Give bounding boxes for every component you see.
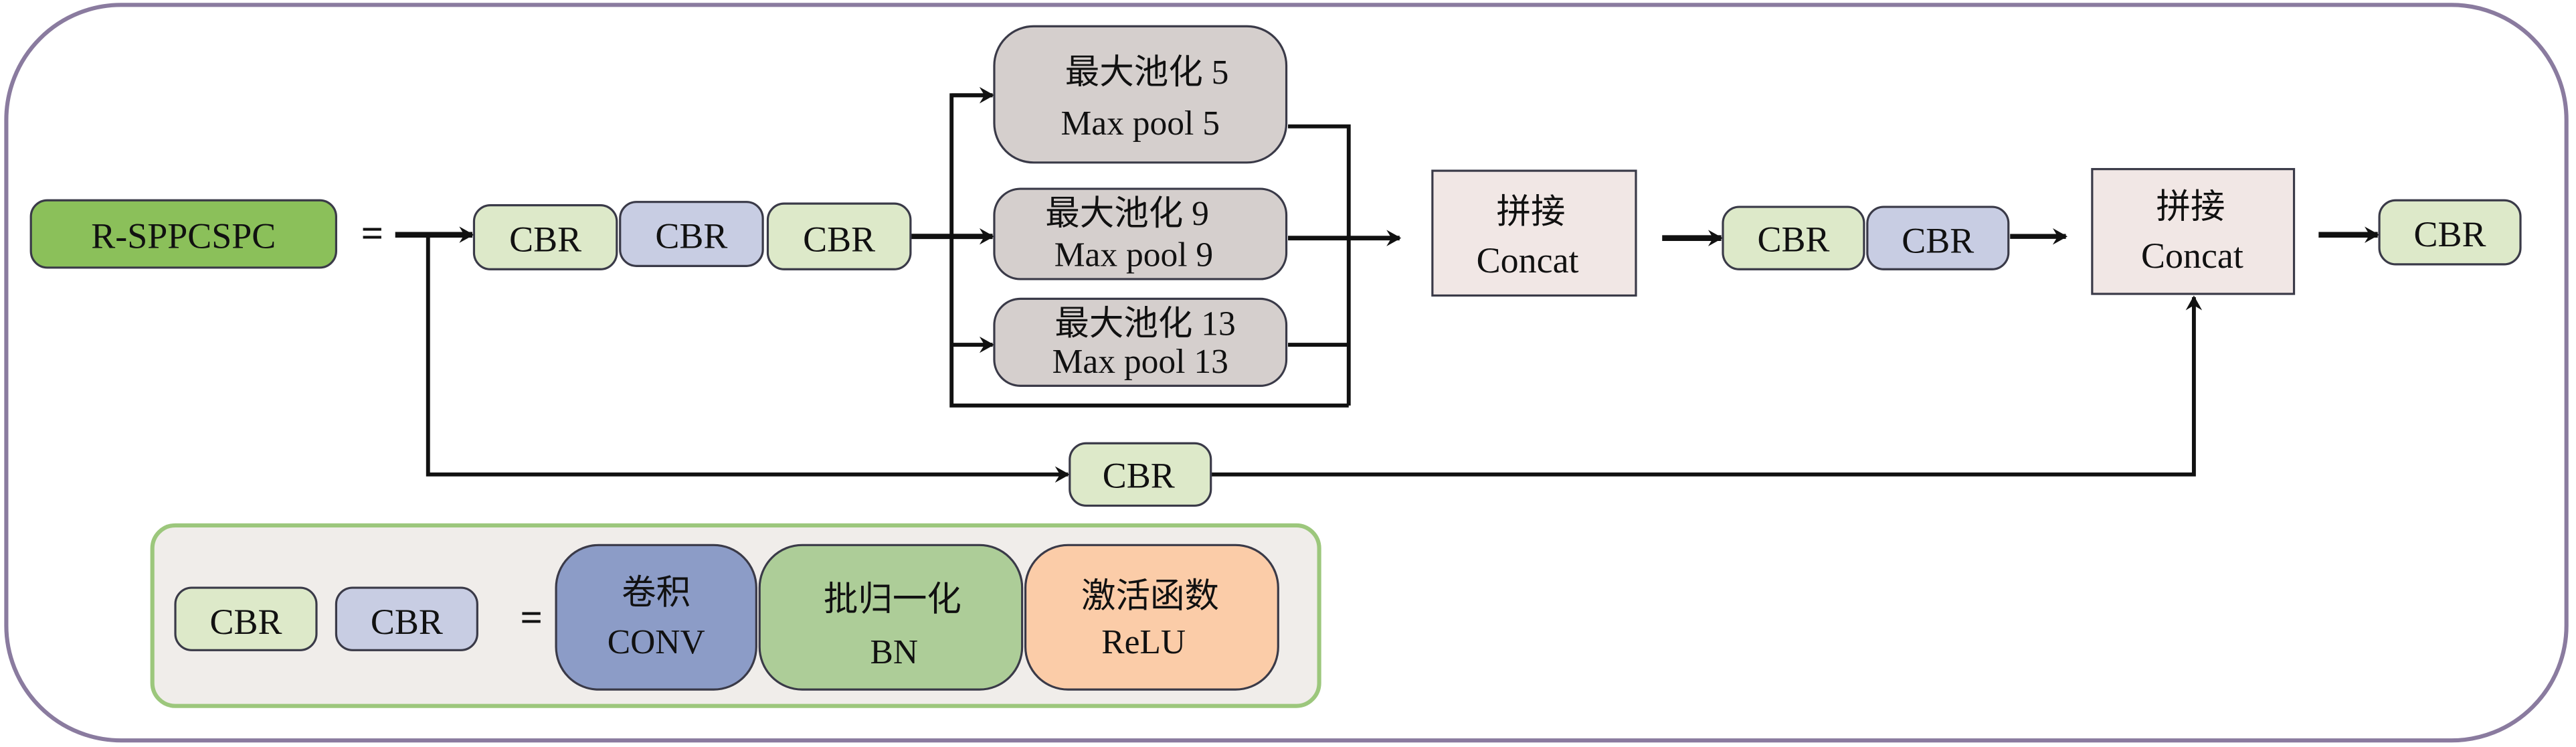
legend-equals: = bbox=[521, 596, 543, 639]
cbr-block: CBR bbox=[766, 202, 912, 270]
title-label: R-SPPCSPC bbox=[91, 216, 276, 256]
component-label-en: ReLU bbox=[1101, 623, 1186, 661]
connectors bbox=[395, 86, 2380, 483]
component-label-en: CONV bbox=[608, 623, 705, 661]
concat-block-1: 拼接 Concat bbox=[1431, 169, 1637, 297]
cbr-label: CBR bbox=[509, 219, 581, 259]
legend-relu: 激活函数 ReLU bbox=[1024, 544, 1279, 691]
max-pool-13: 最大池化 13 Max pool 13 bbox=[993, 297, 1288, 387]
legend-bn: 批归一化 BN bbox=[758, 544, 1024, 691]
component-label-zh: 激活函数 bbox=[1081, 578, 1219, 616]
pool-label-en: Max pool 9 bbox=[1054, 236, 1213, 274]
cbr-label: CBR bbox=[2414, 214, 2486, 254]
output-cbr-block: CBR bbox=[2378, 199, 2522, 266]
cbr-block: CBR bbox=[1866, 205, 2010, 270]
shortcut-line bbox=[426, 234, 1070, 483]
legend-conv: 卷积 CONV bbox=[555, 544, 757, 691]
shortcut-cbr-block: CBR bbox=[1069, 442, 1212, 507]
max-pool-5: 最大池化 5 Max pool 5 bbox=[993, 25, 1288, 164]
pool-label-zh: 最大池化 13 bbox=[1054, 305, 1235, 343]
legend-cbr-blue: CBR bbox=[335, 586, 478, 651]
legend-cbr-green: CBR bbox=[174, 586, 318, 651]
cbr-label: CBR bbox=[1757, 219, 1829, 259]
pool-label-zh: 最大池化 5 bbox=[1065, 54, 1229, 92]
concat-label-zh: 拼接 bbox=[2156, 188, 2225, 226]
cbr-block: CBR bbox=[472, 203, 618, 270]
pool5-out bbox=[1288, 124, 1351, 406]
concat-label-en: Concat bbox=[1477, 240, 1579, 280]
concat-label-en: Concat bbox=[2141, 236, 2243, 276]
cbr-block: CBR bbox=[1722, 205, 1865, 270]
cbr-block: CBR bbox=[619, 201, 764, 267]
component-label-zh: 卷积 bbox=[622, 574, 691, 612]
equals-sign: = bbox=[361, 212, 384, 255]
concat-block-2: 拼接 Concat bbox=[2091, 168, 2296, 295]
shortcut-to-concat2 bbox=[1210, 295, 2203, 477]
title-block: R-SPPCSPC bbox=[29, 199, 338, 269]
concat-label-zh: 拼接 bbox=[1496, 193, 1565, 232]
component-label-zh: 批归一化 bbox=[824, 580, 961, 618]
component-label-en: BN bbox=[870, 633, 919, 671]
cbr-label: CBR bbox=[655, 216, 727, 256]
cbr-label: CBR bbox=[210, 602, 282, 642]
pool-label-en: Max pool 13 bbox=[1052, 343, 1228, 381]
cbr-label: CBR bbox=[803, 219, 875, 259]
max-pool-9: 最大池化 9 Max pool 9 bbox=[993, 187, 1288, 280]
legend: CBR CBR = 卷积 CONV 批归一化 BN 激活函数 ReLU bbox=[150, 523, 1321, 708]
pool-label-en: Max pool 5 bbox=[1061, 104, 1220, 143]
cbr-label: CBR bbox=[371, 602, 443, 642]
cbr-label: CBR bbox=[1902, 221, 1974, 261]
cbr-label: CBR bbox=[1103, 455, 1175, 495]
pool-label-zh: 最大池化 9 bbox=[1045, 195, 1209, 233]
